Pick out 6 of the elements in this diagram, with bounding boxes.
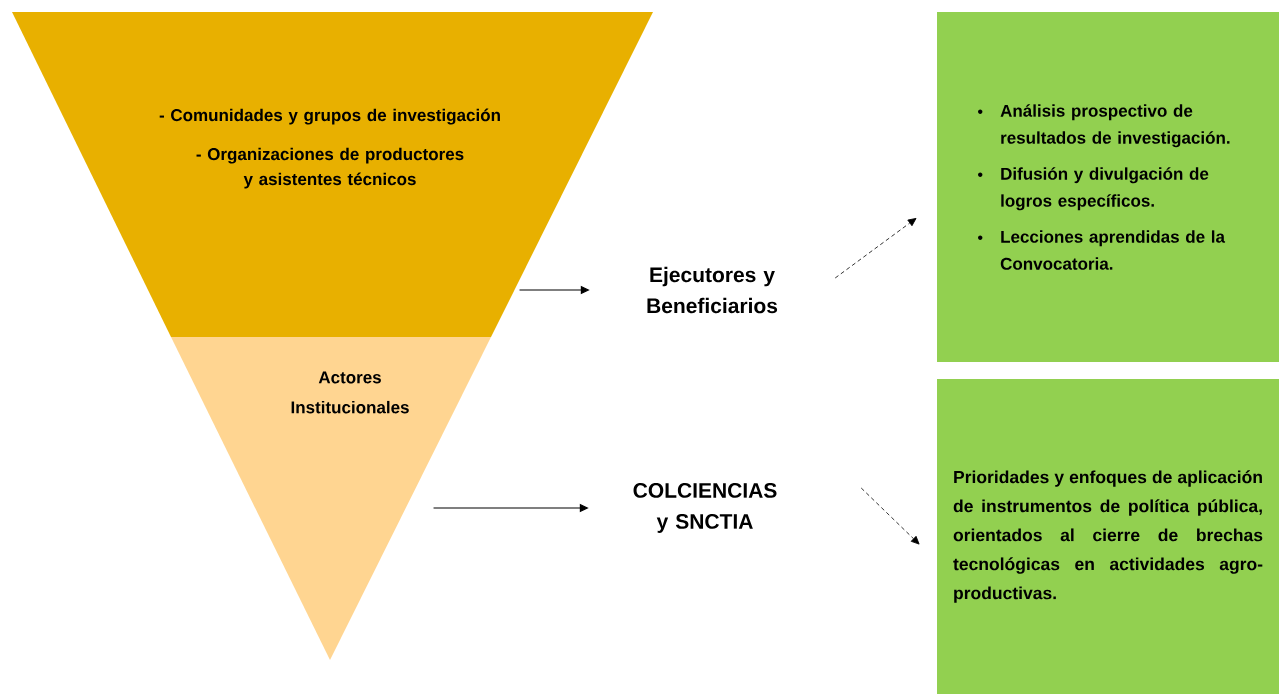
arrow [834, 218, 917, 279]
inverted-pyramid-tip: Actores Institucionales [171, 337, 491, 660]
bullet-list-box: Análisis prospectivo de resultados de investigación. Difusión y divulgación de logros específicos. Lecciones aprendidas de la Convocatoria. [937, 12, 1279, 362]
text-box: Prioridades y enfoques de aplicación de instrumentos de política pública, orientados al cierre de brechas tecnológicas en actividades agro-productivas. [937, 379, 1279, 694]
label-text: COLCIENCIAS y SNCTIA [633, 483, 777, 533]
arrow [860, 487, 920, 545]
